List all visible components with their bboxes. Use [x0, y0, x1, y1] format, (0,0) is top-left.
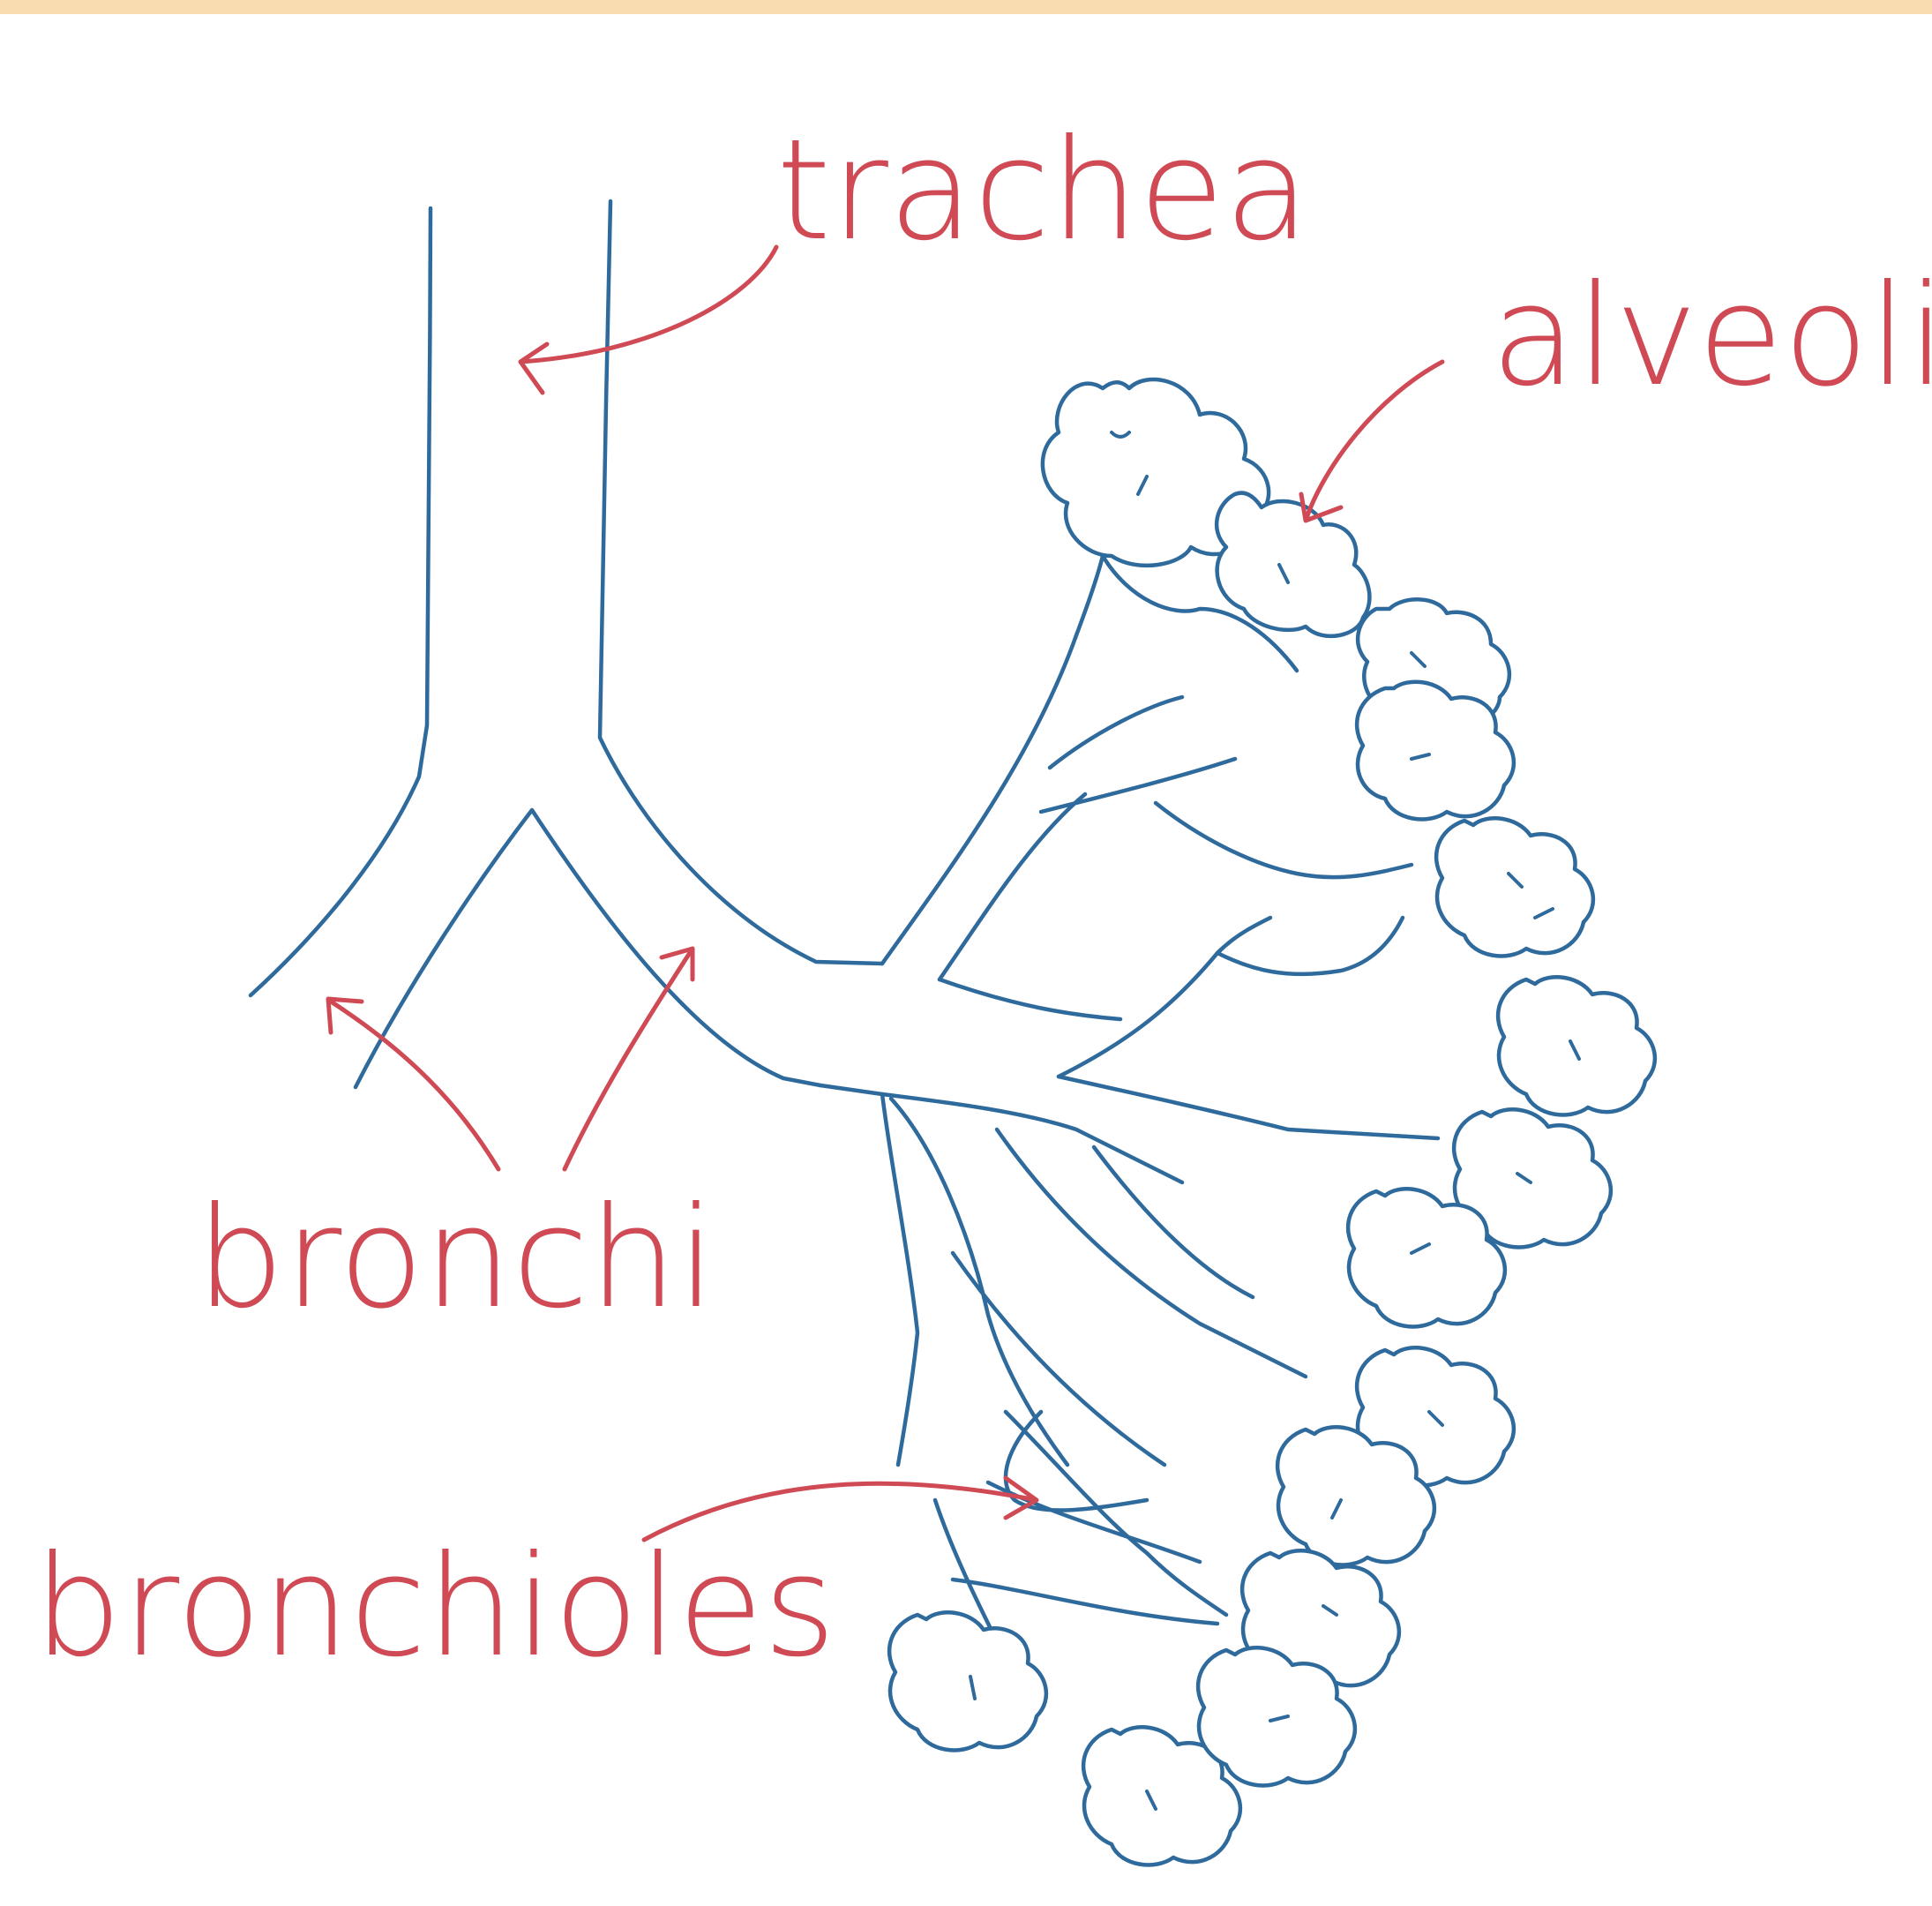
branch-upper-1 [1050, 697, 1182, 768]
trachea-left-wall [251, 208, 431, 995]
bronchi-inner-wall [356, 810, 820, 1087]
main-branch-trunk [820, 1085, 917, 1465]
trachea-and-bronchi-outline [251, 201, 882, 1087]
bronchioles-label: bronchioles [34, 1526, 836, 1688]
branch-mid-2 [1059, 918, 1270, 1077]
branch-mid-1 [940, 979, 1120, 1019]
annotation-arrows [328, 247, 1442, 1540]
alveoli-arrow [1301, 362, 1442, 521]
alveoli-cluster-right-1 [1436, 818, 1593, 956]
trachea-arrow [520, 247, 776, 393]
alveoli-label: alveoli [1491, 255, 1932, 417]
branch-mid-4 [882, 1094, 1182, 1182]
bronchi-label: bronchi [196, 1177, 716, 1339]
bronchi-arrow-right [565, 949, 693, 1169]
alveoli-clusters [889, 379, 1655, 1865]
bronchi-arrow-left [328, 999, 498, 1169]
alveoli-cluster-right-2 [1498, 977, 1655, 1114]
branch-mid-3 [1059, 1077, 1438, 1138]
alveoli-cluster-bottom-left [889, 1612, 1046, 1750]
branch-loop-upper [1156, 803, 1412, 877]
trachea-label: trachea [776, 109, 1310, 272]
branch-bottom-2 [953, 1580, 1217, 1624]
main-branch-top-lower [940, 794, 1085, 979]
branch-loop-mid [1217, 918, 1403, 974]
branch-lower-4 [1006, 1412, 1226, 1615]
trachea-right-wall [600, 201, 882, 964]
branch-upper-2 [1041, 759, 1235, 812]
branch-lower-5 [988, 1482, 1200, 1562]
alveoli-cluster-top-right [1217, 493, 1369, 636]
branch-lower-3 [953, 1253, 1164, 1465]
branch-lower-2 [1094, 1147, 1253, 1297]
